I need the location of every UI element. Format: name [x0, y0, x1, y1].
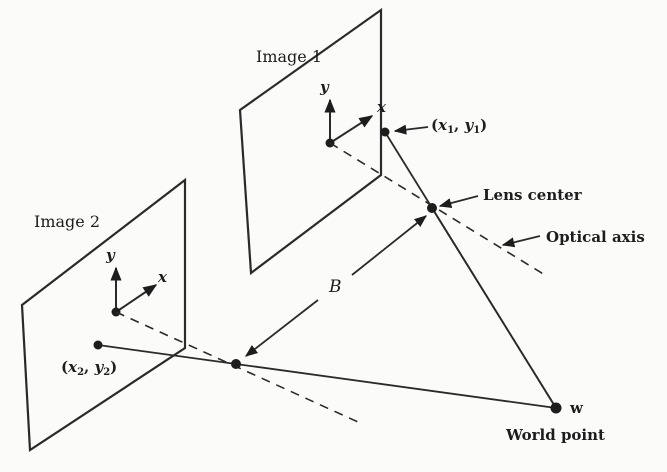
image2-y-label: y — [105, 246, 116, 264]
ray-lens1-to-world — [431, 207, 557, 409]
baseline-upper-segment — [351, 215, 427, 276]
image1-point-label: (x1, y1) — [431, 116, 487, 136]
baseline-lower-segment — [245, 299, 319, 357]
lens-center-pointer — [438, 195, 479, 208]
image1-plane — [238, 7, 383, 276]
point1-pointer — [393, 124, 429, 135]
image2-title: Image 2 — [34, 212, 100, 231]
image2-point-dot — [93, 340, 103, 350]
optical-axis-pointer — [501, 235, 541, 248]
image1-x-label: x — [376, 98, 387, 116]
optical-axis-1 — [329, 142, 546, 276]
image1-x-axis — [329, 115, 374, 144]
lens-center-1-dot — [427, 203, 437, 213]
world-point-dot — [550, 402, 562, 414]
lens-center-2-dot — [231, 359, 241, 369]
image1-y-label: y — [319, 78, 330, 96]
optical-axis-label: Optical axis — [546, 228, 645, 246]
image2-point-label: (x2, y2) — [61, 358, 117, 378]
world-point-label: World point — [505, 426, 605, 444]
baseline-label: B — [328, 277, 342, 297]
image2-x-axis — [115, 284, 158, 313]
image1-title: Image 1 — [256, 47, 322, 66]
lens-center-label: Lens center — [483, 186, 583, 204]
image1-point-dot — [380, 127, 390, 137]
ray-image2-to-world — [97, 344, 557, 409]
world-point-w-label: w — [569, 399, 584, 417]
image2-x-label: x — [157, 268, 168, 286]
image2-plane — [20, 177, 187, 452]
